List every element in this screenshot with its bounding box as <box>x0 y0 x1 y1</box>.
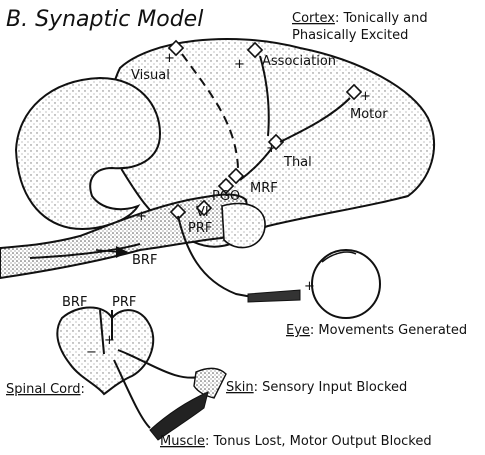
diagram-title: B. Synaptic Model <box>6 7 203 32</box>
spinal-plus-sign: + <box>104 333 115 348</box>
motor-label: Motor <box>350 107 388 122</box>
spinal-caption-label: Spinal Cord <box>6 382 80 397</box>
brf-spinal-label: BRF <box>62 295 87 310</box>
eye <box>312 250 380 318</box>
mrf-label: MRF <box>250 181 278 196</box>
spinal-minus-sign: − <box>86 345 97 360</box>
cortex-label: Cortex <box>292 11 335 26</box>
skin <box>194 368 226 398</box>
muscle <box>150 392 208 440</box>
six-plus-sign: + <box>136 209 147 224</box>
cortex-line1: : Tonically and <box>335 11 428 26</box>
eye-caption: Eye: Movements Generated <box>286 323 467 338</box>
motor-plus-sign: + <box>360 89 371 104</box>
eye-caption-label: Eye <box>286 323 310 338</box>
muscle-caption-label: Muscle <box>160 434 205 449</box>
skin-caption: Skin: Sensory Input Blocked <box>226 380 407 395</box>
prf-label: PRF <box>188 221 212 236</box>
six-label: VI <box>196 205 209 220</box>
thal-plus-sign: + <box>266 141 277 156</box>
thal-label: Thal <box>283 155 312 170</box>
pgo-label: PGO <box>212 189 240 204</box>
cortex-line2: Phasically Excited <box>292 28 408 43</box>
spinal-caption: Spinal Cord: <box>6 382 85 397</box>
eye-plus-sign: + <box>304 279 315 294</box>
pons-lobe <box>222 204 265 248</box>
muscle-caption-text: : Tonus Lost, Motor Output Blocked <box>205 434 432 449</box>
spinal-caption-suffix: : <box>80 382 84 397</box>
limbic-region <box>16 78 160 229</box>
skin-caption-label: Skin <box>226 380 254 395</box>
eye-caption-text: : Movements Generated <box>310 323 467 338</box>
visual-label: Visual <box>131 68 170 83</box>
eye-muscle <box>248 290 300 302</box>
association-label: Association <box>262 54 336 69</box>
visual-plus-sign: + <box>164 51 175 66</box>
prf-spinal-label: PRF <box>112 295 136 310</box>
association-plus-sign: + <box>234 57 245 72</box>
brf-label: BRF <box>132 253 157 268</box>
cortex-header: Cortex: Tonically and <box>292 11 428 26</box>
muscle-caption: Muscle: Tonus Lost, Motor Output Blocked <box>160 434 432 449</box>
skin-caption-text: : Sensory Input Blocked <box>254 380 408 395</box>
